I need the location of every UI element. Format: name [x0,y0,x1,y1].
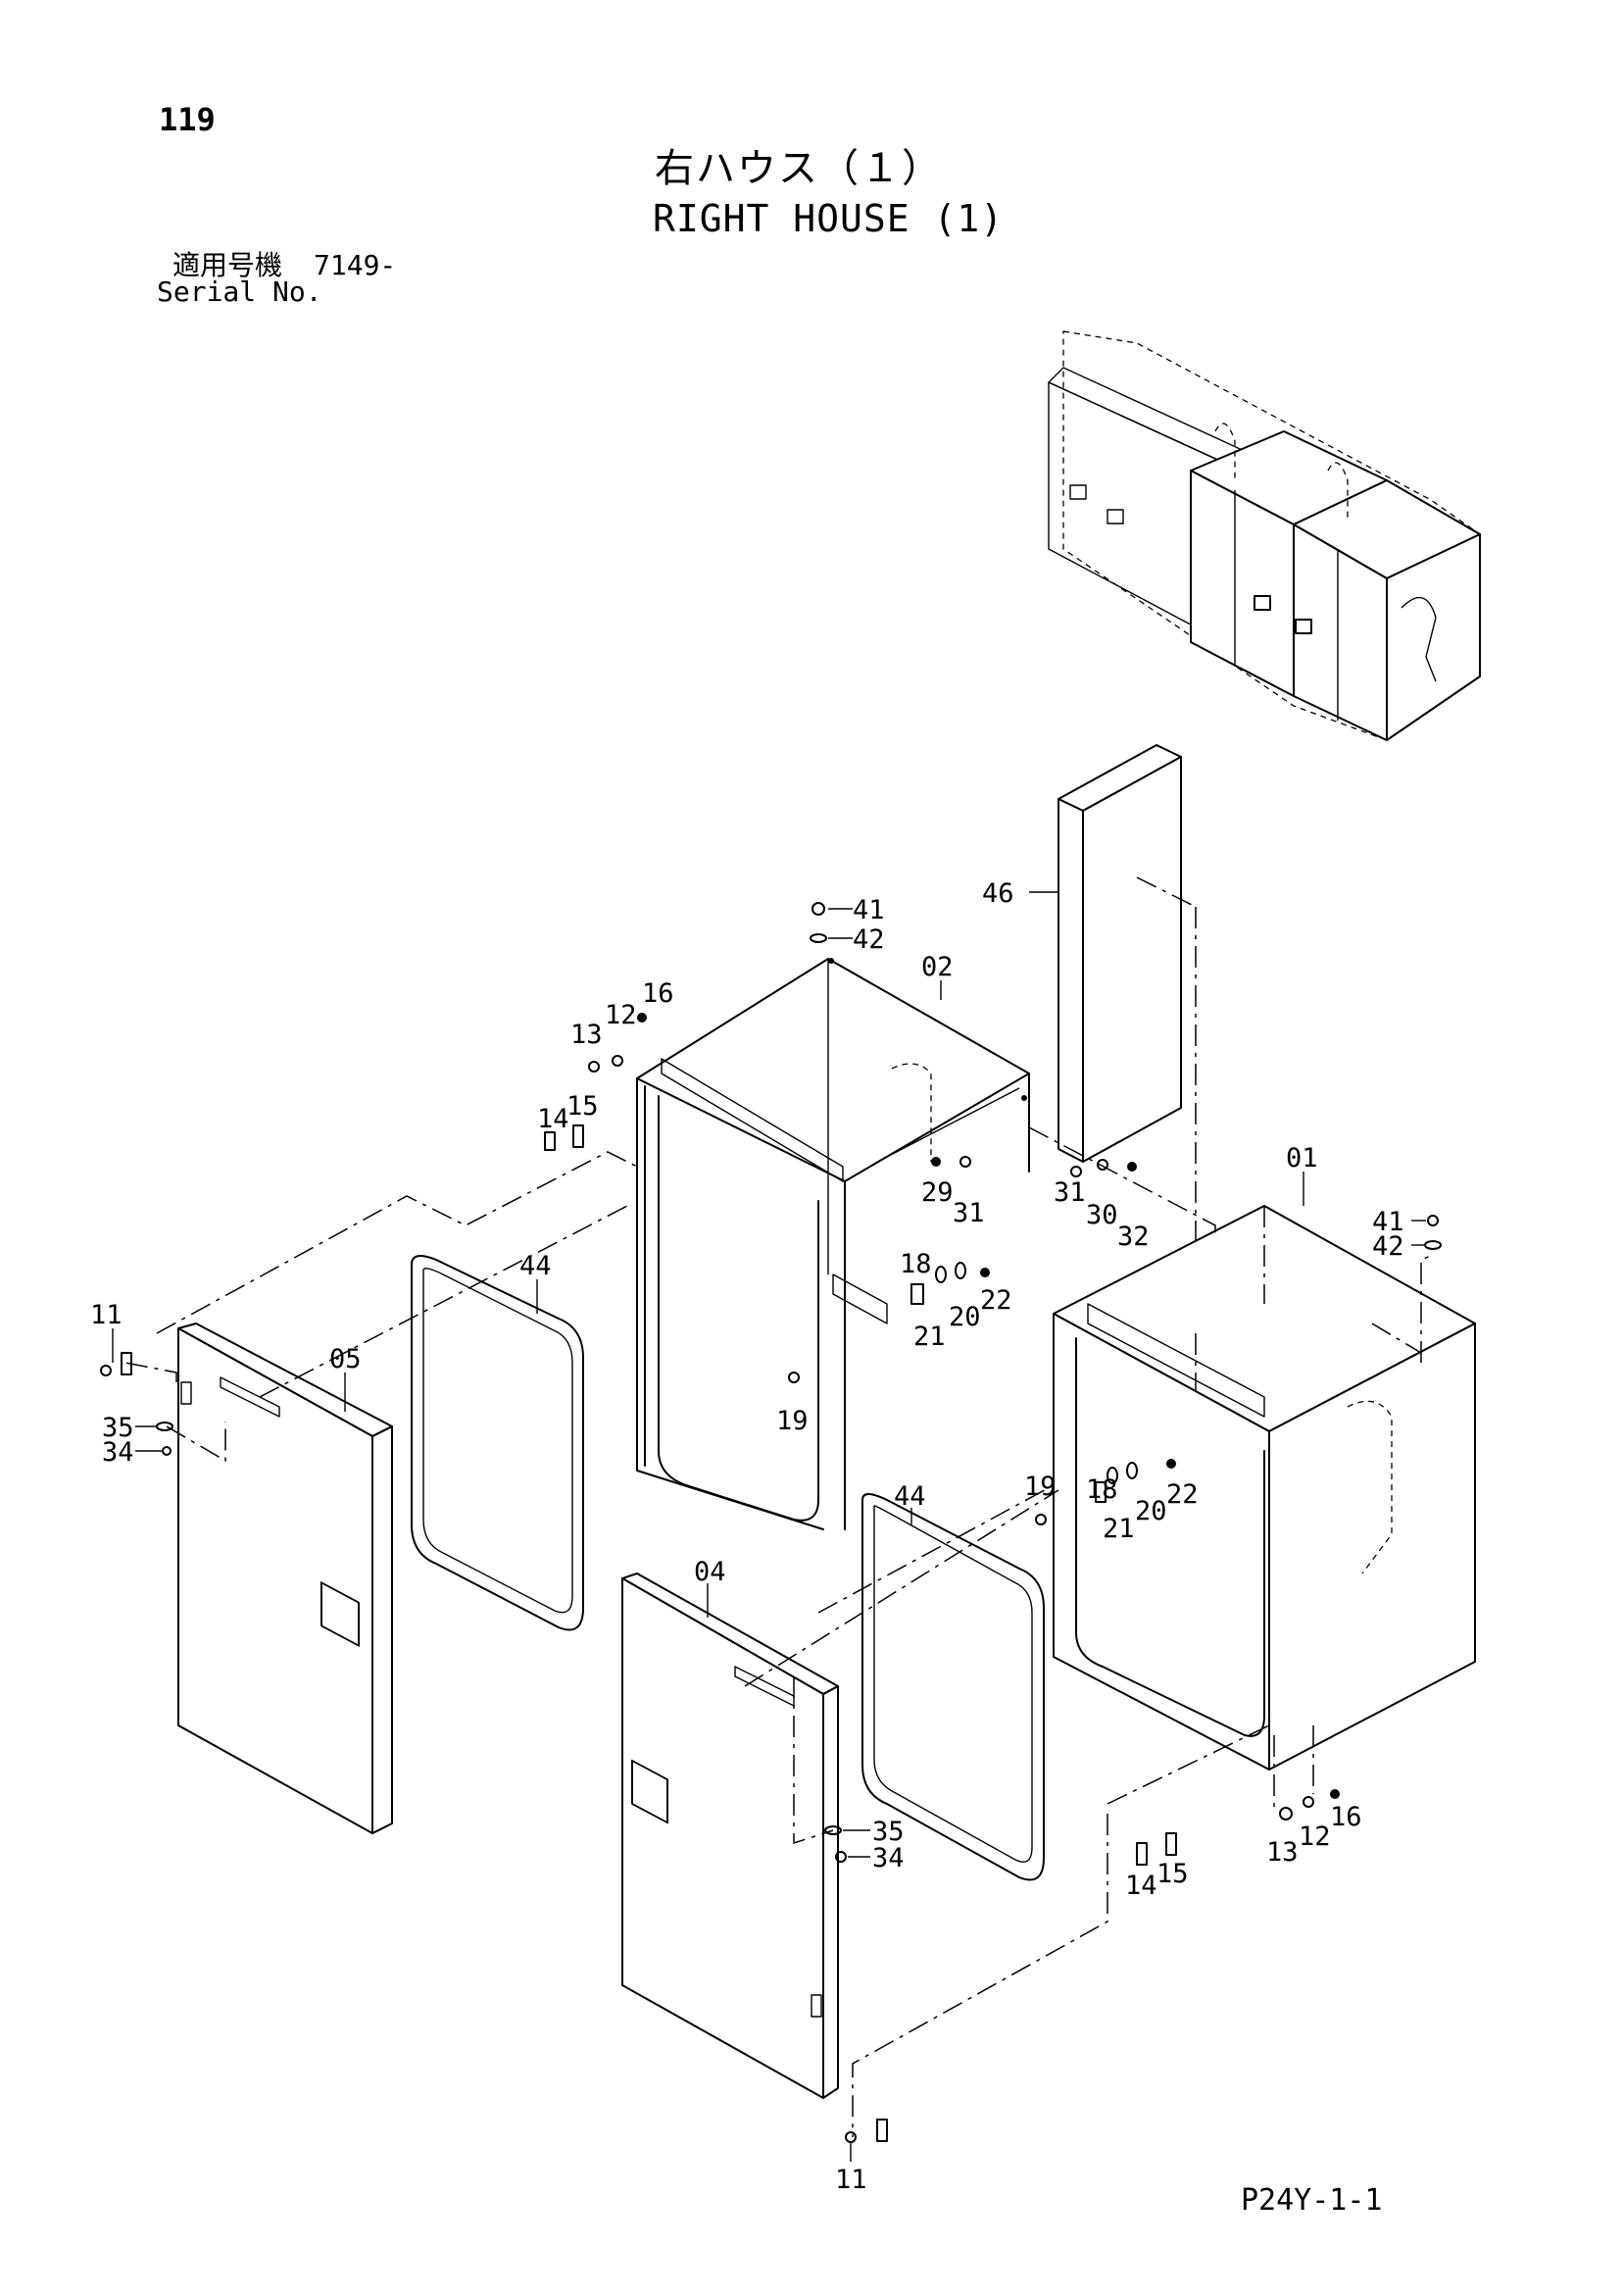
callout-29: 29 [921,1177,954,1208]
callout-13-lower: 13 [1266,1837,1299,1868]
callout-14-lower: 14 [1125,1871,1157,1901]
callout-42-right: 42 [1372,1231,1404,1262]
title-english: RIGHT HOUSE (1) [653,197,1005,240]
callout-02: 02 [921,952,954,982]
callout-22-upper: 22 [980,1285,1012,1316]
callout-16-upper: 16 [642,978,674,1009]
serial-value: 7149- [314,249,397,281]
callout-46: 46 [982,878,1014,909]
callout-15-upper: 15 [566,1091,599,1122]
callout-18-upper: 18 [900,1249,932,1279]
callout-19-lower: 19 [1024,1472,1057,1502]
callout-19-upper: 19 [776,1406,809,1436]
house-frame-02 [636,958,1030,1530]
serial-label-japanese: 適用号機 [172,249,283,281]
title-japanese: 右ハウス（１） [655,146,943,191]
callout-12-lower: 12 [1299,1822,1331,1852]
callout-41-top: 41 [853,895,885,925]
callout-34-lower: 34 [872,1843,905,1873]
callout-20-lower: 20 [1135,1496,1167,1526]
callouts: 41 42 02 46 16 12 13 15 14 29 31 31 30 3… [90,878,1426,2195]
assembly-lines [124,1126,1434,2137]
callout-12-upper: 12 [605,1000,637,1030]
callout-30: 30 [1086,1200,1118,1230]
callout-01: 01 [1286,1143,1318,1173]
callout-05: 05 [329,1344,362,1374]
door-05 [177,1323,393,1834]
callout-21-upper: 21 [913,1322,946,1352]
callout-44-lower: 44 [894,1481,926,1512]
callout-41-right: 41 [1372,1207,1404,1237]
callout-31-right: 31 [1054,1177,1086,1208]
drawing-code: P24Y-1-1 [1241,2183,1383,2218]
callout-11-left: 11 [90,1300,123,1330]
callout-20-upper: 20 [949,1302,981,1332]
callout-44-upper: 44 [519,1251,552,1281]
callout-14-upper: 14 [537,1104,569,1134]
callout-13-upper: 13 [570,1020,603,1050]
overview-inset [1048,330,1481,741]
callout-42-top: 42 [853,924,885,955]
callout-22-lower: 22 [1166,1479,1199,1510]
callout-21-lower: 21 [1103,1514,1135,1544]
hardware-parts [100,902,1442,2143]
callout-04: 04 [694,1557,726,1587]
serial-label-english: Serial No. [157,275,322,308]
house-frame-01 [1053,1205,1476,1771]
callout-15-lower: 15 [1156,1859,1189,1889]
callout-31-left: 31 [953,1198,985,1228]
seal-44-lower [861,1493,1045,1881]
callout-11-lower: 11 [835,2165,867,2195]
page-number: 119 [159,101,216,138]
callout-35-left: 35 [102,1413,134,1443]
callout-32: 32 [1117,1222,1150,1252]
callout-34-left: 34 [102,1437,134,1468]
callout-35-lower: 35 [872,1817,905,1847]
callout-18-lower: 18 [1086,1474,1118,1505]
panel-46 [1057,744,1197,1333]
callout-16-lower: 16 [1330,1802,1362,1832]
seal-44-upper [411,1255,584,1631]
door-04 [621,1572,839,2099]
